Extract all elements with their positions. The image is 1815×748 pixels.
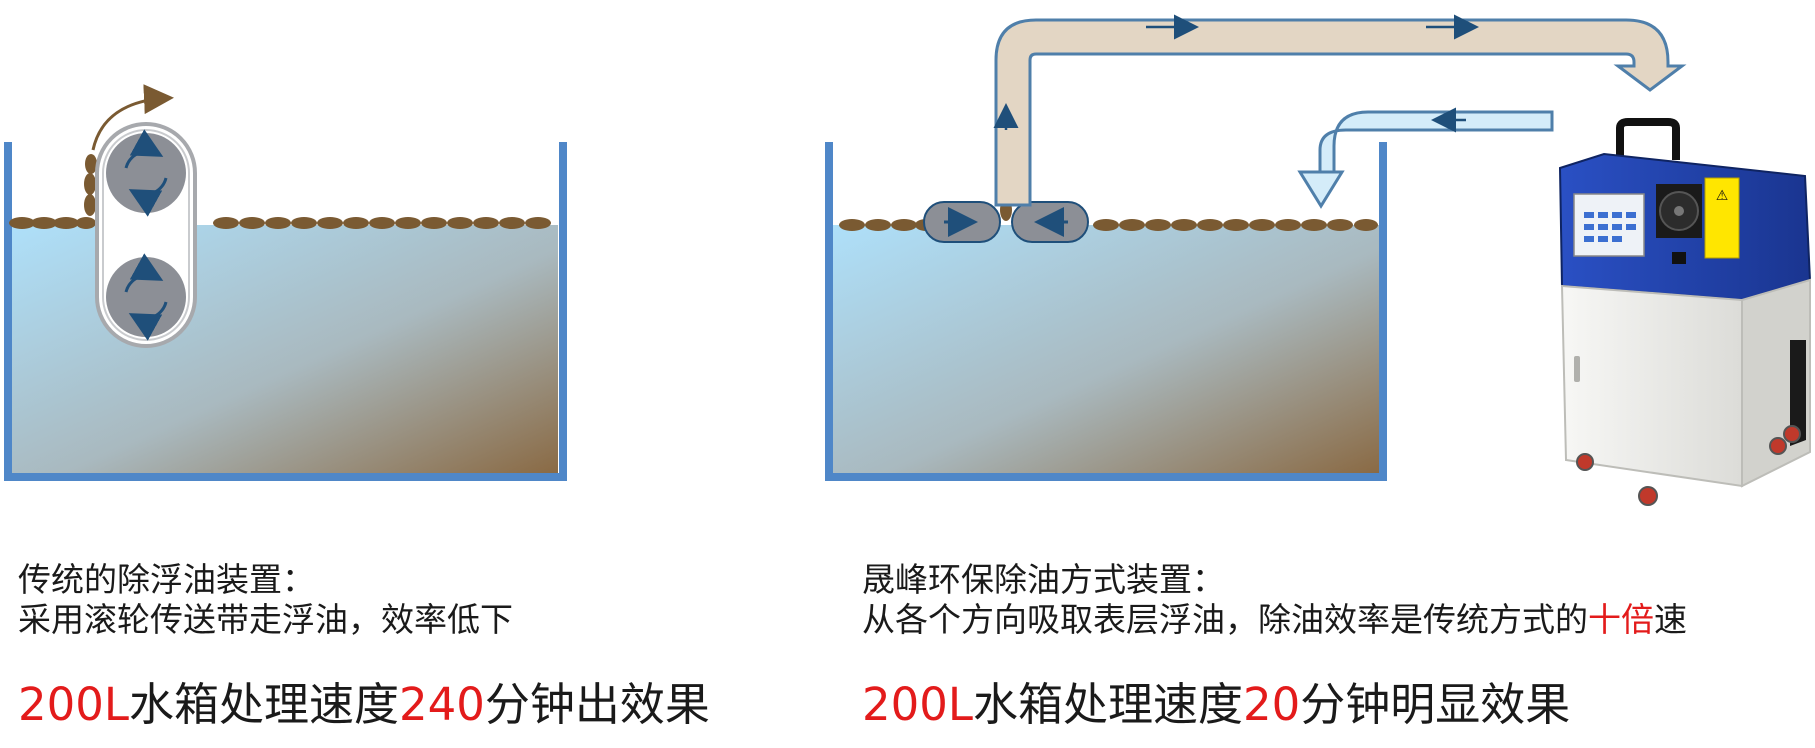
right-speed-result: 分钟明显效果 (1300, 678, 1571, 731)
right-speed-label: 水箱处理速度 (972, 678, 1243, 731)
left-speed-line: 200L水箱处理速度240分钟出效果 (18, 678, 710, 732)
rotate-arrows-icon (124, 253, 168, 341)
machine-handle (1616, 118, 1680, 160)
right-desc-part1: 从各个方向吸取表层浮油，除油效率是传统方式的 (862, 600, 1588, 639)
lower-roller (106, 257, 186, 337)
left-tank-wall (4, 142, 567, 481)
left-caption: 传统的除浮油装置： 采用滚轮传送带走浮油，效率低下 (18, 560, 513, 640)
right-tank-wall (825, 142, 1387, 481)
wheel (1638, 486, 1658, 506)
suction-head (923, 201, 1089, 243)
left-speed-label: 水箱处理速度 (128, 678, 399, 731)
control-buttons (1584, 212, 1636, 242)
left-caption-desc: 采用滚轮传送带走浮油，效率低下 (18, 600, 513, 639)
wheel (1783, 425, 1801, 443)
left-tank (4, 84, 567, 481)
left-oil-layer (9, 154, 551, 229)
right-speed-volume: 200L (862, 678, 973, 731)
left-caption-title: 传统的除浮油装置： (18, 560, 315, 599)
door-handle (1574, 356, 1580, 382)
right-speed-minutes: 20 (1242, 678, 1301, 731)
oil-removal-machine: ⚠ (1558, 118, 1812, 506)
right-oil-layer (839, 160, 1378, 231)
left-tank-water (10, 225, 558, 473)
left-speed-minutes: 240 (398, 678, 485, 731)
right-speed-line: 200L水箱处理速度20分钟明显效果 (862, 678, 1570, 732)
left-speed-volume: 200L (18, 678, 129, 731)
curved-arrow-icon (91, 84, 174, 151)
roller-belt-device (95, 122, 197, 348)
rotate-arrows-icon (124, 129, 168, 217)
right-caption-desc: 从各个方向吸取表层浮油，除油效率是传统方式的十倍速 (862, 600, 1687, 640)
suction-pipe (993, 14, 1687, 207)
wheel (1769, 437, 1787, 455)
machine-side-hose (1790, 340, 1806, 446)
wheel (1576, 453, 1594, 471)
warning-label (1704, 177, 1740, 259)
left-speed-result: 分钟出效果 (484, 678, 710, 731)
right-tank-water (831, 225, 1379, 473)
right-caption: 晟峰环保除油方式装置： 从各个方向吸取表层浮油，除油效率是传统方式的十倍速 (862, 560, 1687, 640)
upper-roller (106, 133, 186, 213)
right-desc-highlight: 十倍 (1588, 600, 1654, 639)
right-tank (825, 142, 1387, 481)
warning-symbol: ⚠ (1716, 188, 1729, 204)
return-pipe (1297, 107, 1554, 209)
right-caption-title: 晟峰环保除油方式装置： (862, 560, 1225, 599)
right-desc-part2: 速 (1654, 600, 1687, 639)
